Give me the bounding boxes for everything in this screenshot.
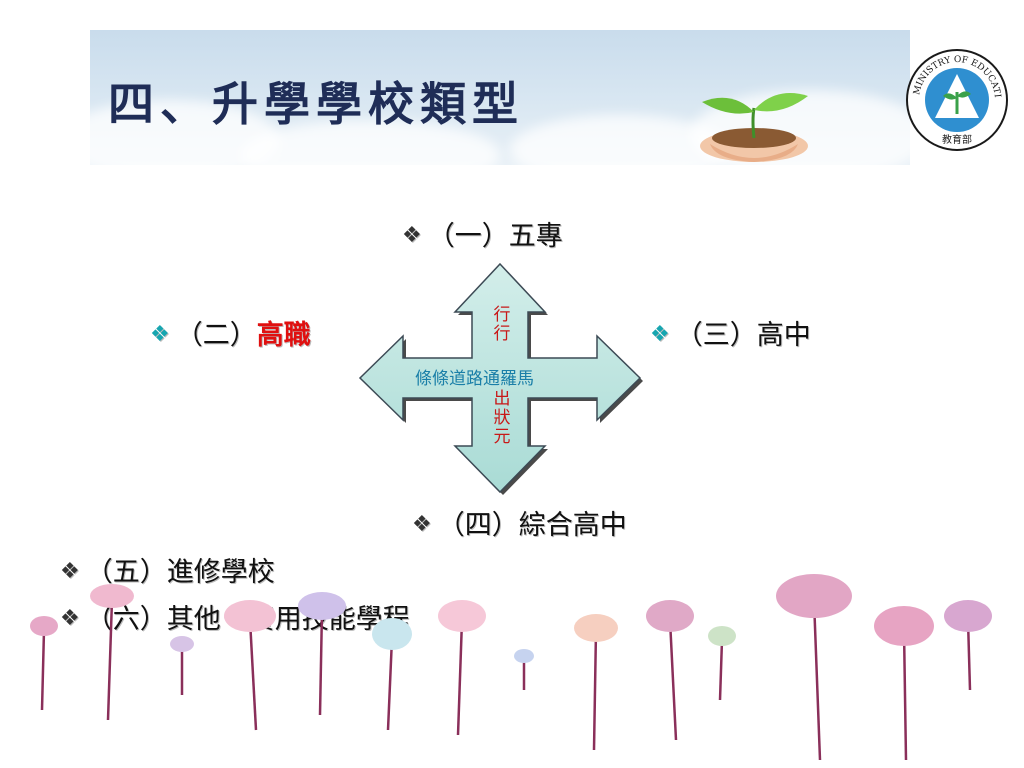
decorative-flowers <box>30 574 992 761</box>
item-comprehensive-high-school: ❖（四）綜合高中 <box>412 503 627 542</box>
diagram-bottom-text: 出狀元 <box>493 389 511 447</box>
diagram-top-text: 行行 <box>493 305 511 344</box>
bullet-icon: ❖ <box>60 559 80 584</box>
four-way-arrow-shape <box>358 262 643 495</box>
bullet-icon: ❖ <box>650 322 670 347</box>
item-label: （五）進修學校 <box>85 557 275 588</box>
bullet-icon: ❖ <box>402 223 422 248</box>
logo-sub-text: 教育部 <box>942 133 972 146</box>
four-way-arrow-diagram: 行行 條條道路通羅馬 出狀元 <box>355 260 645 496</box>
diagram-center-text: 條條道路通羅馬 <box>415 369 534 389</box>
bullet-icon: ❖ <box>412 512 432 537</box>
item-label: （三）高中 <box>675 320 811 351</box>
bullet-icon: ❖ <box>150 322 170 347</box>
item-high-school: ❖（三）高中 <box>650 313 811 352</box>
item-label-prefix: （二） <box>175 320 257 351</box>
item-label: （四）綜合高中 <box>437 510 627 541</box>
item-continuing-education: ❖（五）進修學校 <box>60 550 275 589</box>
item-label: （一）五專 <box>427 221 563 252</box>
bullet-icon: ❖ <box>60 606 80 631</box>
seedling-hands-icon <box>700 93 808 162</box>
slide-title: 四、升學學校類型 <box>108 77 524 131</box>
ministry-of-education-logo: MINISTRY OF EDUCATION 教育部 <box>905 48 1008 151</box>
item-label-highlight: 高職 <box>256 320 311 351</box>
item-vocational-school: ❖（二）高職 <box>150 313 311 352</box>
item-five-year-college: ❖（一）五專 <box>402 214 563 253</box>
